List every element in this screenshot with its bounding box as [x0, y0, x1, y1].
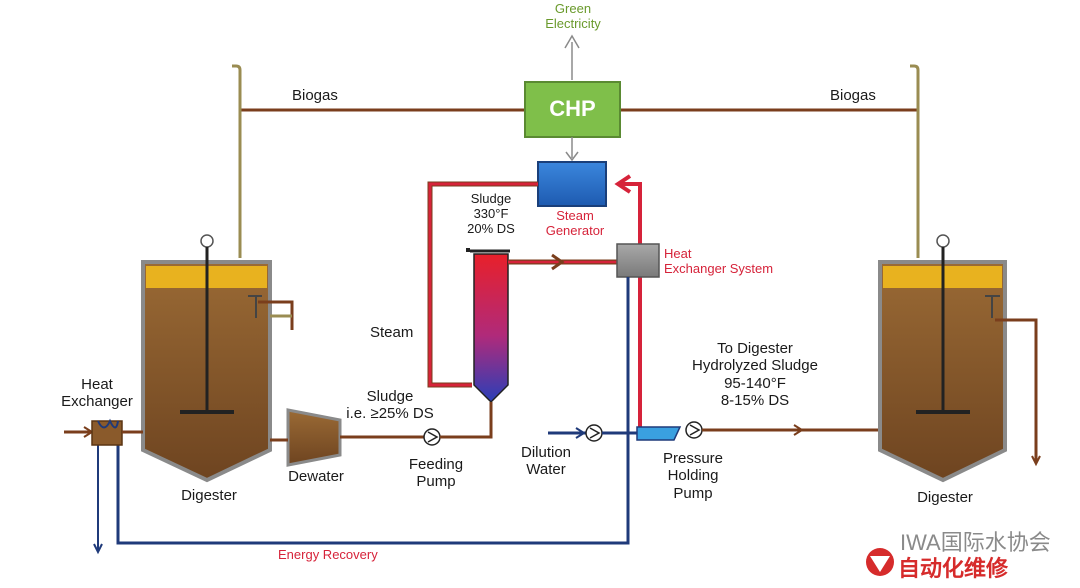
steam-generator-label: Steam Generator — [545, 208, 605, 238]
sludge-feed-pipe — [340, 402, 493, 446]
dilution-water-label: Dilution Water — [520, 444, 572, 479]
hydrolysis-to-hx-pipe — [508, 253, 617, 271]
steam-return-pipe — [614, 174, 642, 430]
watermark-text-line2: 自动化维修 — [898, 556, 1009, 581]
sludge-top-label: Sludge 330°F 20% DS — [467, 191, 515, 236]
digester-right-label: Digester — [917, 489, 973, 506]
feeding-pump-label: Feeding Pump — [408, 456, 464, 491]
heat-exchanger-system-label: Heat Exchanger System — [664, 246, 774, 276]
dilution-water-pipe — [548, 424, 640, 442]
to-digester-label: To Digester Hydrolyzed Sludge 95-140°F 8… — [692, 340, 818, 409]
heat-exchanger-system-box — [616, 243, 660, 278]
hydrolysis-vessel — [466, 248, 510, 404]
sludge-ds-label: Sludge i.e. ≥25% DS — [346, 388, 434, 423]
biogas-pipe-left — [232, 64, 525, 258]
dewater-label: Dewater — [288, 468, 344, 485]
green-electricity-arrow — [564, 34, 580, 80]
biogas-right-label: Biogas — [830, 87, 876, 104]
dewater-unit — [270, 408, 342, 467]
steam-label: Steam — [370, 324, 414, 341]
chp-box — [524, 81, 621, 138]
energy-recovery-pipe — [93, 277, 630, 555]
right-digester — [878, 234, 1041, 483]
chp-label: CHP — [549, 96, 596, 121]
energy-recovery-label: Energy Recovery — [278, 547, 378, 562]
pressure-holding-pump — [636, 421, 880, 441]
chp-to-steam-arrow — [565, 137, 579, 162]
biogas-pipe-right — [620, 64, 920, 258]
steam-generator-box — [537, 161, 607, 207]
biogas-left-label: Biogas — [292, 87, 338, 104]
left-digester — [141, 234, 294, 483]
heat-exchanger-label: Heat Exchanger — [61, 376, 133, 411]
steam-pipe — [427, 181, 538, 388]
pressure-holding-pump-label: Pressure Holding Pump — [662, 450, 724, 502]
green-electricity-label: Green Electricity — [545, 1, 601, 31]
watermark-logo — [866, 548, 894, 576]
watermark-text-line1: IWA国际水协会 — [900, 530, 1051, 555]
left-heat-exchanger — [64, 418, 143, 446]
digester-left-label: Digester — [181, 487, 237, 504]
